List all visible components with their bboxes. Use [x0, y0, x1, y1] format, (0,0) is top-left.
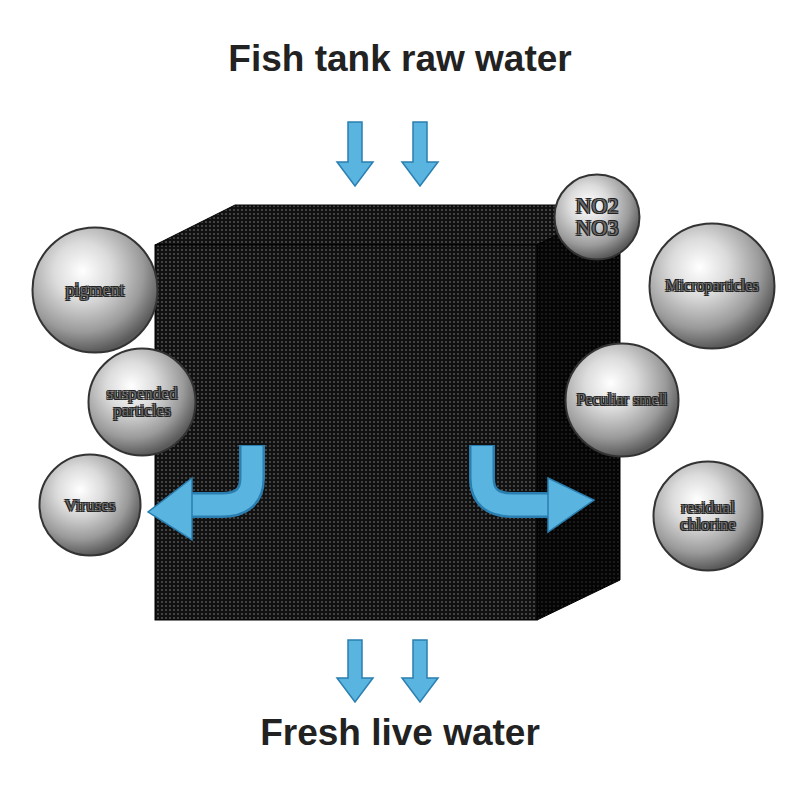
- arrow-body: [186, 446, 252, 505]
- filter-sphere: pigment: [31, 226, 159, 354]
- diagram-title: Fish tank raw water: [0, 38, 800, 80]
- diagram-caption: Fresh live water: [0, 712, 800, 754]
- sphere-label: Peculiar smell: [563, 392, 681, 408]
- down-arrow: [337, 640, 373, 702]
- filter-sphere: Peculiar smell: [564, 342, 680, 458]
- sphere-label: residual chlorine: [660, 499, 756, 533]
- curved-arrow-right: [482, 445, 594, 532]
- flow-arrows: [337, 122, 438, 702]
- sphere-label: pigment: [40, 281, 150, 299]
- filter-sphere: Microparticles: [648, 222, 776, 350]
- filter-sphere: residual chlorine: [652, 460, 764, 572]
- sphere-circle: [89, 349, 196, 456]
- sphere-label: NO2 NO3: [566, 195, 628, 239]
- arrow-head: [548, 478, 594, 532]
- arrow-head: [148, 478, 192, 540]
- sphere-circle: [33, 228, 158, 353]
- filter-sphere: NO2 NO3: [553, 173, 641, 261]
- down-arrow: [402, 122, 438, 186]
- sphere-circle: [555, 175, 640, 260]
- down-arrow: [402, 640, 438, 702]
- cube-front: [155, 245, 537, 620]
- sphere-circle: [650, 224, 775, 349]
- arrow-body: [482, 446, 554, 505]
- filter-cube: [155, 205, 620, 620]
- curved-arrow-left: [148, 445, 252, 540]
- sphere-label: suspended particles: [95, 385, 189, 419]
- sphere-circle: [654, 462, 763, 571]
- sphere-circle: [40, 455, 141, 556]
- sphere-label: Viruses: [45, 497, 135, 514]
- filter-sphere: Viruses: [38, 453, 142, 557]
- filter-sphere: suspended particles: [87, 347, 197, 457]
- down-arrow: [337, 122, 373, 186]
- sphere-label: Microparticles: [653, 278, 771, 294]
